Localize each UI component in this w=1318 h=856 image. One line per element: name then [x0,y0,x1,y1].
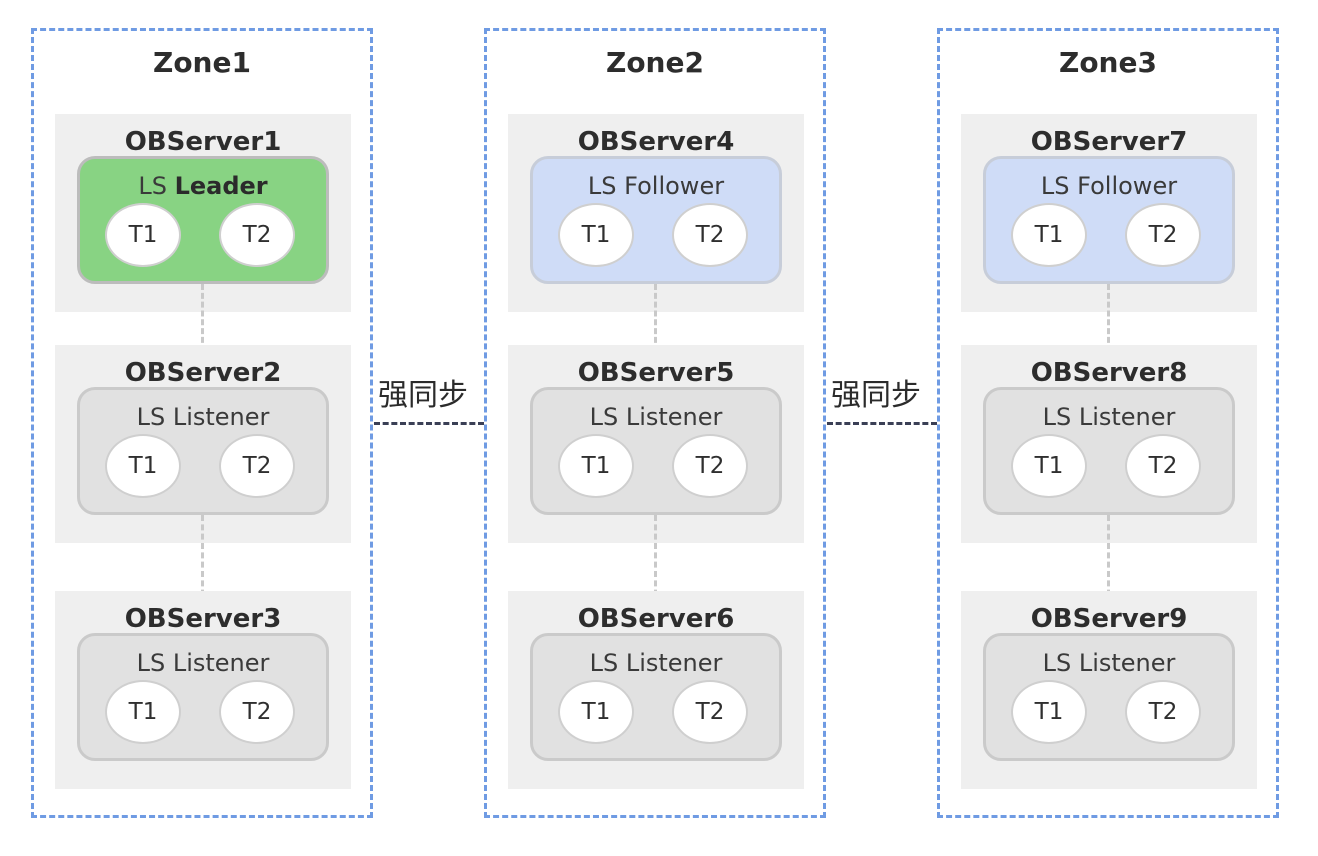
replica-role-label: LS Listener [80,648,326,678]
server-connector [654,515,657,633]
zone-title: Zone1 [153,46,251,79]
zone-frame [937,28,1279,818]
replica-role: Listener [1078,403,1176,431]
tablet-node: T2 [672,680,748,744]
server-name: OBServer7 [1030,127,1188,157]
server-name: OBServer9 [1030,604,1188,634]
server-connector [654,284,657,387]
sync-label: 强同步 [378,378,468,413]
tablet-node: T2 [1125,680,1201,744]
server-name: OBServer6 [577,604,735,634]
replica-prefix: LS [136,403,173,431]
replica-role-label: LS Listener [80,402,326,432]
replica-role: Follower [1077,172,1178,200]
replica-role: Listener [625,403,723,431]
replica-role: Follower [624,172,725,200]
replica-role-label: LS Listener [533,402,779,432]
server-connector [201,284,204,387]
tablet-node: T2 [219,203,295,267]
tablet-node: T1 [558,434,634,498]
replica-prefix: LS [136,649,173,677]
server-name: OBServer2 [124,358,282,388]
zone-title: Zone3 [1059,46,1157,79]
tablet-node: T1 [1011,203,1087,267]
replica-role-label: LS Listener [533,648,779,678]
tablet-node: T1 [105,434,181,498]
tablet-node: T1 [558,203,634,267]
replica-role-label: LS Follower [533,171,779,201]
tablet-node: T2 [672,434,748,498]
sync-line [374,422,484,425]
sync-line [827,422,937,425]
replica-role: Listener [172,403,270,431]
tablet-node: T1 [105,203,181,267]
replica-role: Listener [172,649,270,677]
tablet-node: T2 [219,680,295,744]
replica-role: Listener [1078,649,1176,677]
replica-role-label: LS Leader [80,171,326,201]
replica-prefix: LS [589,403,626,431]
zone-frame [484,28,826,818]
replica-prefix: LS [589,649,626,677]
zone-title: Zone2 [606,46,704,79]
tablet-node: T1 [1011,434,1087,498]
replica-role: Leader [174,172,268,200]
server-connector [201,515,204,633]
replica-role-label: LS Listener [986,402,1232,432]
zone-frame [31,28,373,818]
replica-prefix: LS [1042,649,1079,677]
server-name: OBServer5 [577,358,735,388]
tablet-node: T1 [1011,680,1087,744]
replica-prefix: LS [138,172,175,200]
replica-role-label: LS Follower [986,171,1232,201]
server-connector [1107,515,1110,633]
sync-label: 强同步 [831,378,921,413]
replica-prefix: LS [1040,172,1078,200]
tablet-node: T1 [105,680,181,744]
server-connector [1107,284,1110,387]
tablet-node: T2 [1125,203,1201,267]
replica-prefix: LS [1042,403,1079,431]
replica-prefix: LS [587,172,625,200]
server-name: OBServer8 [1030,358,1188,388]
replica-role-label: LS Listener [986,648,1232,678]
server-name: OBServer3 [124,604,282,634]
tablet-node: T2 [672,203,748,267]
tablet-node: T2 [219,434,295,498]
tablet-node: T2 [1125,434,1201,498]
server-name: OBServer1 [124,127,282,157]
replica-role: Listener [625,649,723,677]
tablet-node: T1 [558,680,634,744]
server-name: OBServer4 [577,127,735,157]
